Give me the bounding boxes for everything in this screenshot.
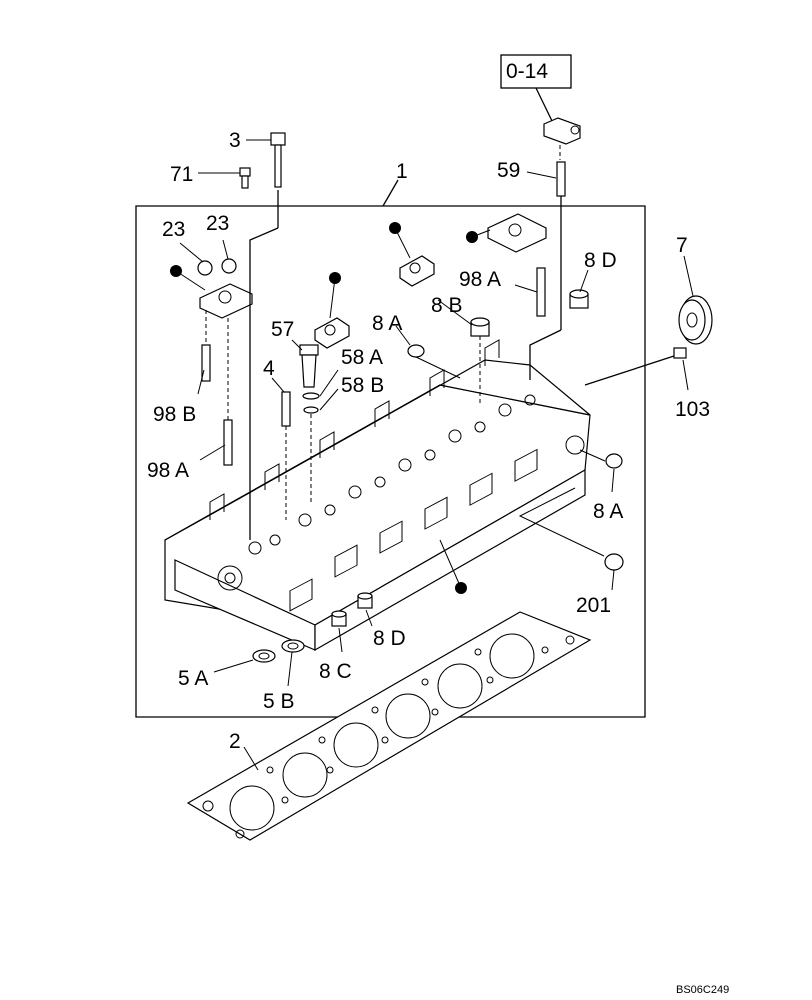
bolt-71 [239, 167, 251, 189]
seal-201 [518, 487, 624, 571]
plug-8a-right [579, 449, 623, 469]
bearing-cap-right [487, 213, 547, 253]
label-part-5b: 5 B [263, 690, 295, 713]
label-part-2: 2 [229, 730, 241, 753]
label-part-7: 7 [676, 234, 688, 257]
label-part-8d-bottom: 8 D [373, 627, 406, 650]
plug-8a-top [407, 344, 461, 379]
label-part-8d-top: 8 D [584, 249, 617, 272]
reference-box [500, 54, 572, 124]
label-part-8a-right: 8 A [593, 500, 623, 523]
label-part-58b: 58 B [341, 374, 384, 397]
injector-sleeve-57 [299, 344, 320, 505]
non-service-markers [170, 222, 491, 594]
bolt-3 [249, 132, 286, 540]
label-part-59: 59 [497, 159, 520, 182]
label-part-71: 71 [170, 163, 193, 186]
stud-98a-right [536, 267, 546, 317]
plug-8d-top [569, 289, 589, 309]
label-part-98a-right: 98 A [459, 268, 501, 291]
label-part-57: 57 [271, 318, 294, 341]
leader-lines [179, 139, 694, 771]
label-part-103: 103 [675, 398, 710, 421]
label-part-58a: 58 A [341, 346, 383, 369]
bracket-part [543, 117, 581, 160]
label-part-4: 4 [263, 357, 275, 380]
label-part-98a-left: 98 A [147, 459, 189, 482]
label-part-201: 201 [576, 594, 611, 617]
stud-98a-left [223, 318, 233, 466]
bearing-cap-center [314, 317, 350, 349]
plug-8b [470, 317, 490, 405]
label-ref-box: 0-14 [506, 60, 548, 83]
stud-98b [201, 310, 211, 382]
head-gasket [186, 611, 592, 841]
drawing-code: BS06C249 [676, 984, 729, 996]
label-part-23-a: 23 [162, 218, 185, 241]
bearing-cap-upper [399, 255, 435, 287]
label-part-98b: 98 B [153, 403, 196, 426]
label-part-23-b: 23 [206, 212, 229, 235]
bearing-cap-left [197, 258, 253, 319]
label-part-8a-top: 8 A [372, 312, 402, 335]
plug-8d-bottom [357, 592, 373, 609]
valve-seat-5a [252, 649, 276, 663]
label-part-1: 1 [396, 160, 408, 183]
pin-59 [529, 161, 566, 380]
plug-8c [331, 610, 347, 627]
pin-4 [281, 391, 291, 520]
label-part-3: 3 [229, 129, 241, 152]
bolt-103 [584, 347, 687, 386]
label-part-8b: 8 B [431, 294, 463, 317]
cylinder-head [164, 339, 591, 652]
label-part-8c: 8 C [319, 660, 352, 683]
gear-7 [678, 295, 713, 345]
label-part-5a: 5 A [178, 667, 208, 690]
valve-seat-5b [281, 639, 305, 653]
